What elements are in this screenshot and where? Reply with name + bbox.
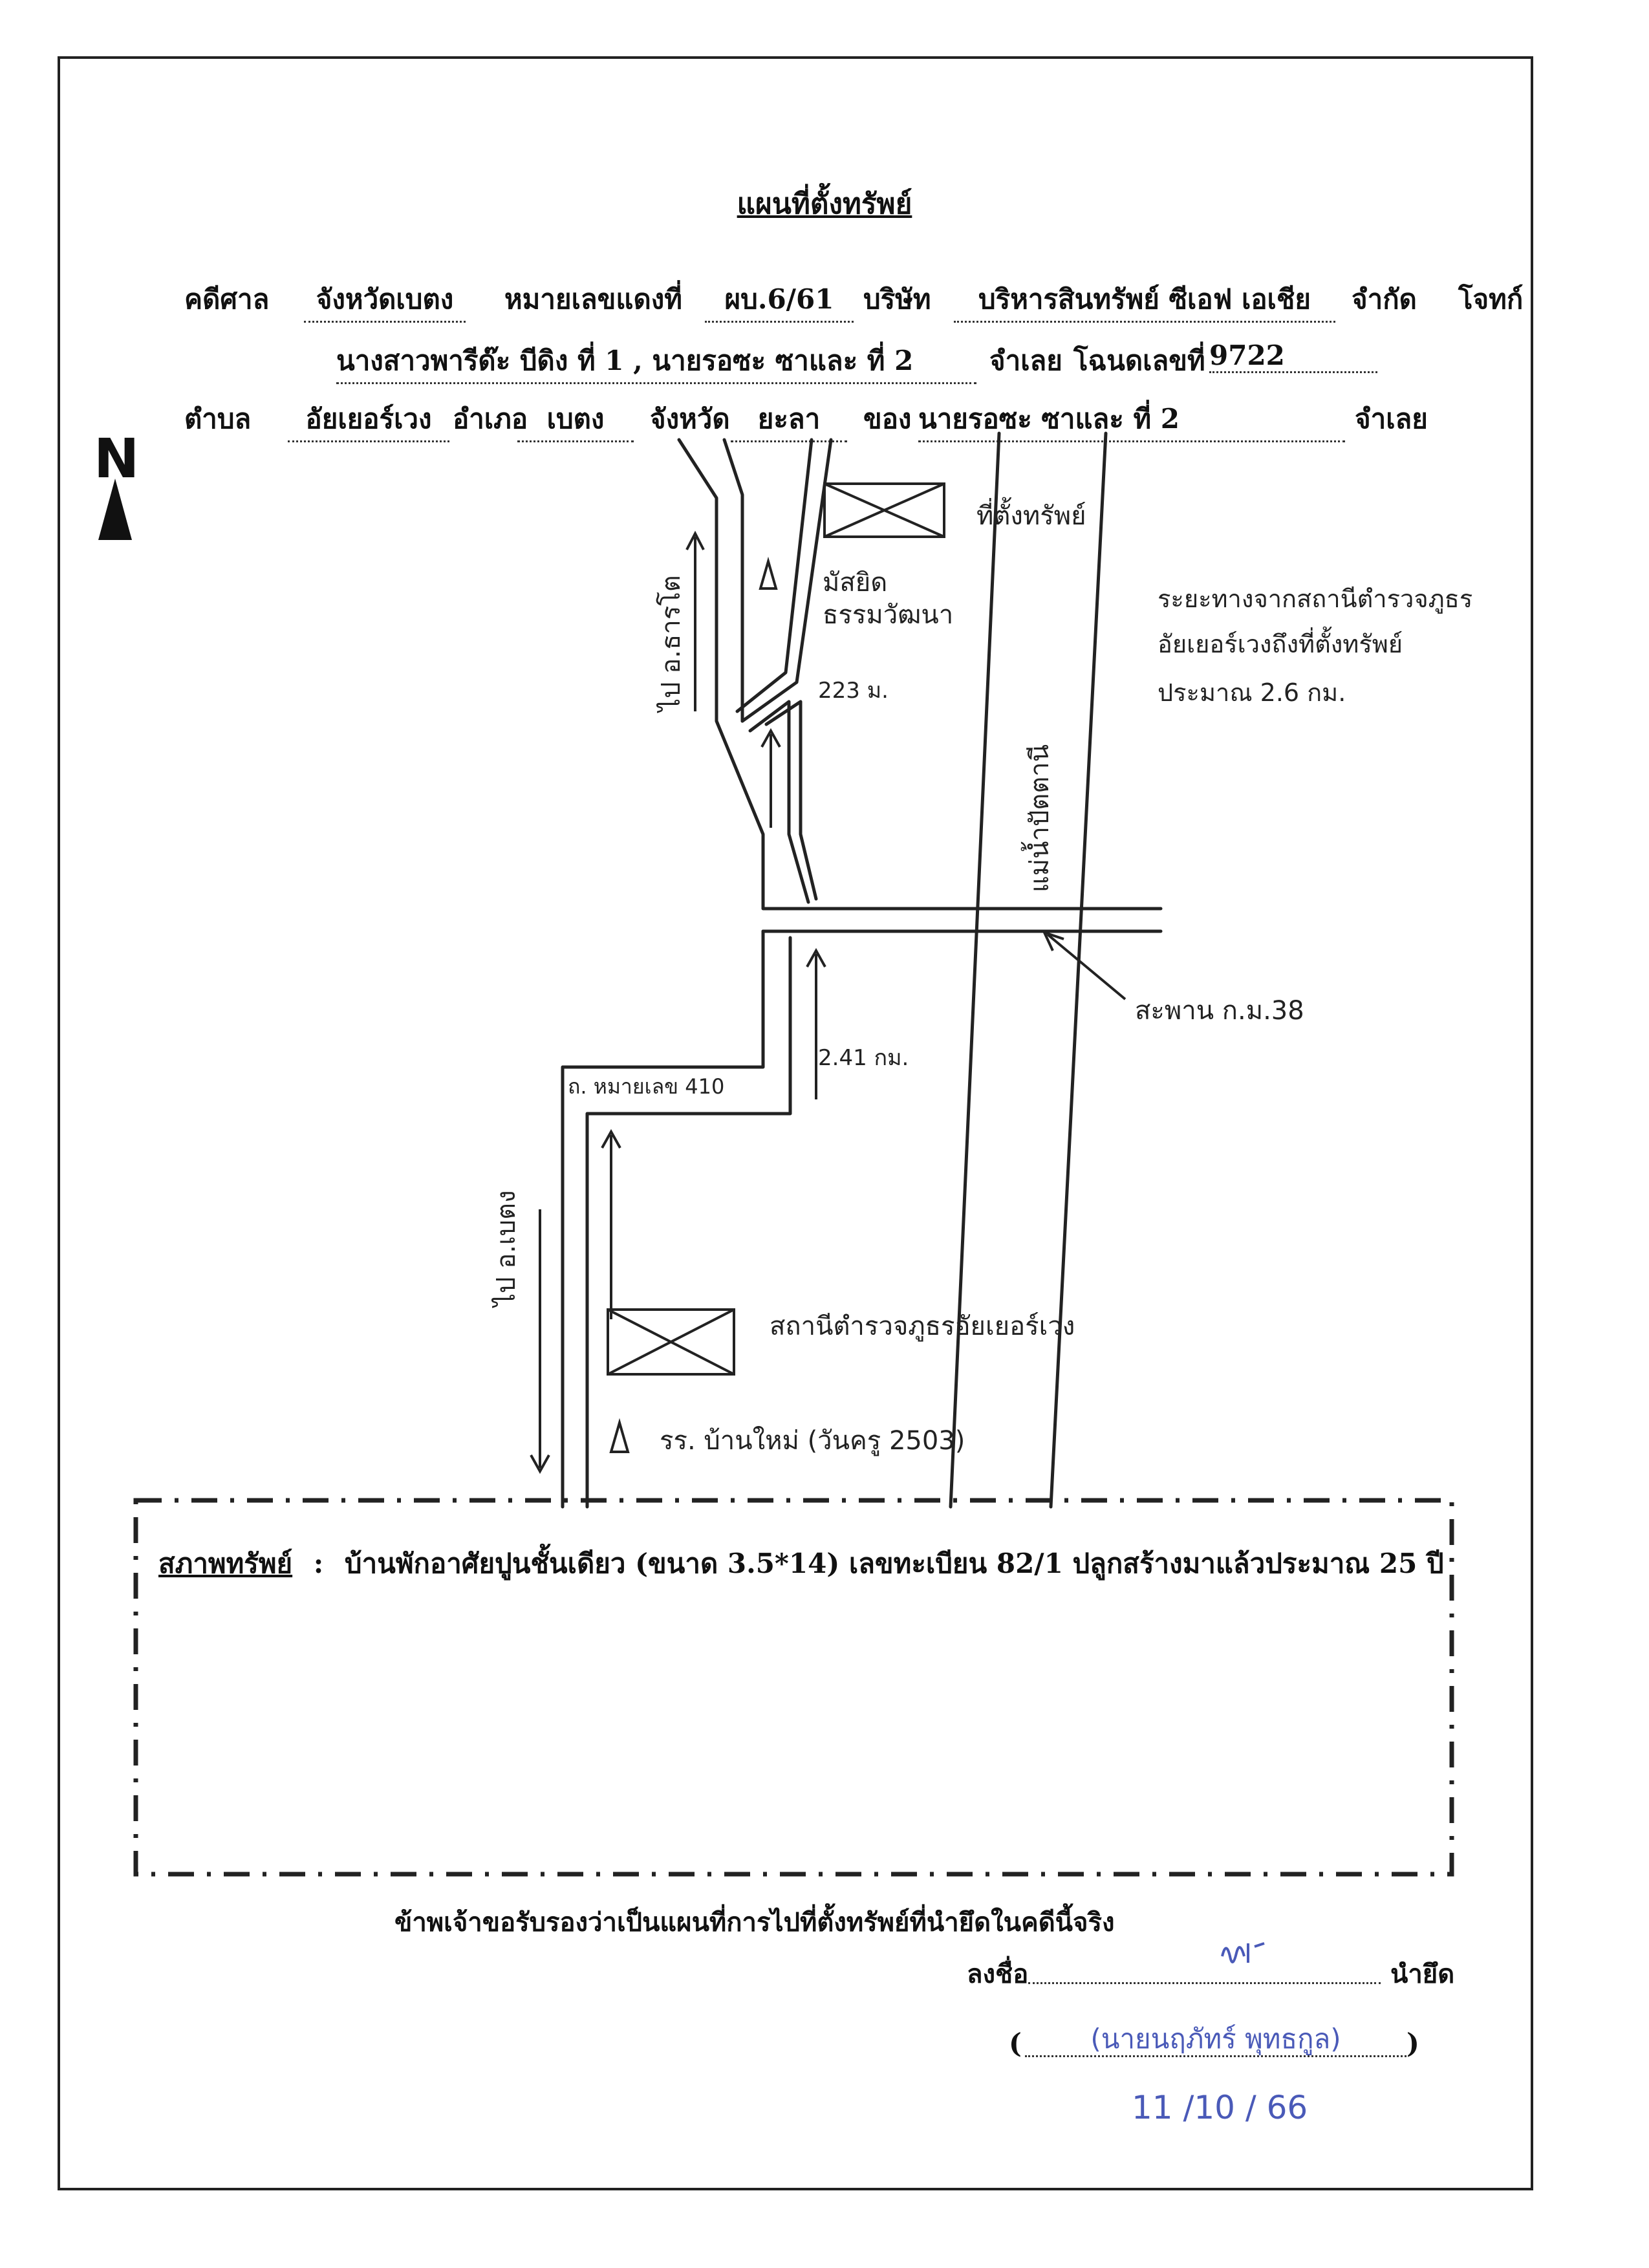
road-upper-right-edge [740,438,833,723]
label-bridge: สะพาน ก.ม.38 [1135,996,1304,1026]
status-label: สภาพทรัพย์ [158,1548,293,1579]
label-dist-241: 2.41 กม. [818,1045,909,1071]
river-left-bank [949,431,1001,1509]
road-branch-edge [748,700,810,904]
label-of: ของ [863,403,912,435]
school-icon [609,1418,630,1453]
page-border [58,56,1533,2190]
label-company: บริษัท [863,283,931,315]
label-school: รร. บ้านใหม่ (วันครู 2503) [660,1426,965,1456]
court-value: จังหวัดเบตง [304,278,466,323]
label-red-no: หมายเลขแดงที่ [504,283,682,315]
north-label: N [94,427,140,490]
sign-label: ลงชื่อ [967,1959,1029,1989]
label-defendant-2: จำเลย [1355,403,1428,435]
label-road-410: ถ. หมายเลข 410 [568,1074,725,1099]
road-upper-left-edge [677,438,765,904]
label-to-tharoto: ไป อ.ธารโต [656,575,686,711]
label-deed: โฉนดเลขที่ [1073,345,1205,376]
label-defendant: จำเลย [989,345,1062,376]
defendants-value: นางสาวพารีด๊ะ บีดิง ที่ 1 , นายรอซะ ซาแล… [336,340,976,384]
road-410-inner [585,936,792,1509]
river-right-bank [1049,431,1108,1509]
road-branch-edge-2 [764,700,818,901]
province-value: ยะลา [731,398,847,442]
road-410-outer [561,929,765,1509]
signer-name: (นายนฤภัทร์ พุทธกูล) [1025,2018,1406,2057]
label-dist-223: 223 ม. [818,678,889,704]
deed-no-value: 9722 [1209,340,1377,373]
property-building-icon [823,482,945,538]
status-box-border [133,1498,1454,1877]
mosque-icon [759,556,778,590]
label-to-betong: ไป อ.เบตง [491,1190,521,1306]
label-plaintiff: โจทก์ [1458,283,1524,315]
district-value: เบตง [517,398,634,442]
label-case: คดีศาล [184,283,270,315]
label-province: จังหวัด [650,403,730,435]
signature-line [1028,1942,1381,1984]
label-ltd: จำกัด [1352,283,1417,315]
label-mosque-2: ธรรมวัฒนา [823,600,954,630]
label-property: ที่ตั้งทรัพย์ [976,501,1086,531]
road-upper-inner-edge [722,438,744,723]
label-distance-1: ระยะทางจากสถานีตำรวจภูธร [1158,585,1473,613]
company-value: บริหารสินทรัพย์ ซีเอฟ เอเชีย [954,278,1335,323]
certify-text: ข้าพเจ้าขอรับรองว่าเป็นแผนที่การไปที่ตั้… [394,1907,1115,1938]
sign-role: นำยึด [1390,1959,1455,1989]
subdistrict-value: อัยเยอร์เวง [288,398,449,442]
date: 11 /10 / 66 [1132,2089,1308,2126]
label-subdistrict: ตำบล [184,403,252,435]
document-title: แผนที่ตั้งทรัพย์ [737,188,912,221]
label-distance-2: อัยเยอร์เวงถึงที่ตั้งทรัพย์ [1158,630,1403,658]
status-text: บ้านพักอาศัยปูนชั้นเดียว (ขนาด 3.5*14) เ… [344,1548,1444,1579]
label-distance-3: ประมาณ 2.6 กม. [1158,678,1346,707]
road-upper-right-inner [735,438,814,713]
label-police-station: สถานีตำรวจภูธรอัยเยอร์เวง [770,1312,1075,1341]
label-district: อำเภอ [453,403,528,435]
red-no-value: ผบ.6/61 [705,278,854,323]
police-station-icon [607,1308,735,1376]
owner-value: นายรอซะ ซาและ ที่ 2 [918,398,1345,442]
paren-close: ) [1406,2027,1419,2059]
label-river: แม่น้ำปัตตานี [1025,744,1055,892]
status-line: สภาพทรัพย์ : บ้านพักอาศัยปูนชั้นเดียว (ข… [158,1542,1444,1585]
north-arrow-icon [98,479,132,540]
signature-icon [1221,1942,1265,1963]
label-mosque-1: มัสยิด [823,568,888,598]
status-colon: : [313,1548,324,1579]
paren-open: ( [1009,2027,1022,2059]
